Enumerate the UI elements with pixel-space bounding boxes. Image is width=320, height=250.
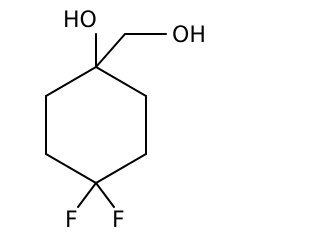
bond-c4-f-left [77,182,97,208]
ring-bond-c3-c4 [95,153,147,184]
label-hydroxyl-methyl: OH [172,23,206,48]
ring-bond-c6-c1 [45,66,97,97]
label-fluorine-right: F [112,208,125,233]
ring-bond-c1-c2 [95,66,147,97]
bond-c4-f-right [95,182,115,208]
label-fluorine-left: F [65,208,78,233]
bond-c1-ch2 [95,33,126,68]
ring-bond-c4-c5 [45,153,97,184]
molecule-structure: HO OH F F [45,8,206,233]
label-hydroxyl-ring: HO [63,8,97,33]
